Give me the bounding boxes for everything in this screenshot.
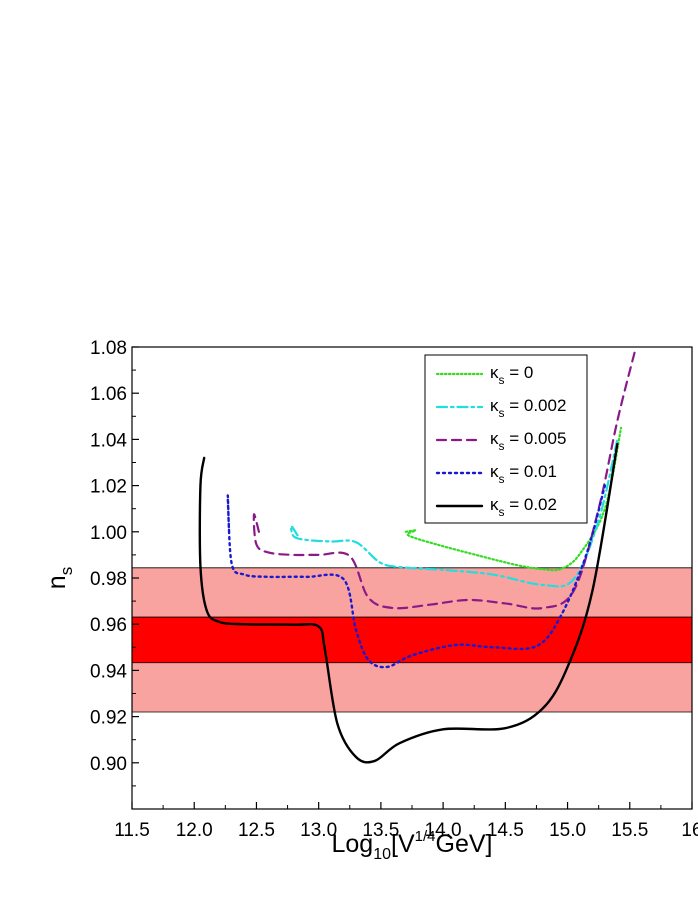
legend-label-3: κs = 0.01 [490,462,557,486]
legend-label-1: κs = 0.002 [490,396,566,420]
y-axis: 0.90 0.92 0.94 0.96 0.98 1.00 1.02 1.04 1.06 1.08 [90,338,139,787]
legend-label-2: κs = 0.005 [490,429,566,453]
series-line-4 [198,442,619,764]
confidence-bands [132,567,692,713]
x-tick-label: 16 [681,820,698,841]
legend-label-0: κs = 0 [490,363,533,387]
x-tick-label: 14.0 [425,820,462,841]
y-tick-label: 0.92 [90,708,127,729]
x-axis-title: Log10[V1/4GeV] [332,828,493,863]
y-tick-label: 1.04 [90,430,127,451]
series-layer [198,347,638,764]
y-tick-label: 1.02 [90,477,127,498]
legend: κs = 0 κs = 0.002 κs = 0.005 κs = 0.01 κs = … [424,354,588,524]
x-tick-label: 12.0 [176,820,213,841]
x-tick-label: 12.5 [238,820,275,841]
y-tick-label: 0.94 [90,661,127,682]
y-tick-label: 0.90 [90,754,127,775]
x-tick-label: 11.5 [114,820,150,841]
y-tick-label: 1.06 [90,384,127,405]
y-tick-label: 1.08 [90,338,127,359]
x-tick-label: 15.0 [549,820,586,841]
x-axis: 11.5 12.0 12.5 13.0 13.5 14.0 14.5 15.0 15.5 16 [114,802,698,841]
x-tick-label: 13.0 [300,820,337,841]
y-axis-title: ns [43,567,76,589]
series-line-1 [289,438,619,588]
x-tick-label: 14.5 [487,820,524,841]
y-tick-label: 1.00 [90,523,127,544]
x-tick-label: 15.5 [611,820,648,841]
x-tick-label: 13.5 [362,820,399,841]
legend-label-4: κs = 0.02 [490,495,557,519]
y-tick-label: 0.98 [90,569,127,590]
series-line-2 [252,347,638,610]
y-tick-label: 0.96 [90,615,127,636]
band-1 [132,617,692,663]
